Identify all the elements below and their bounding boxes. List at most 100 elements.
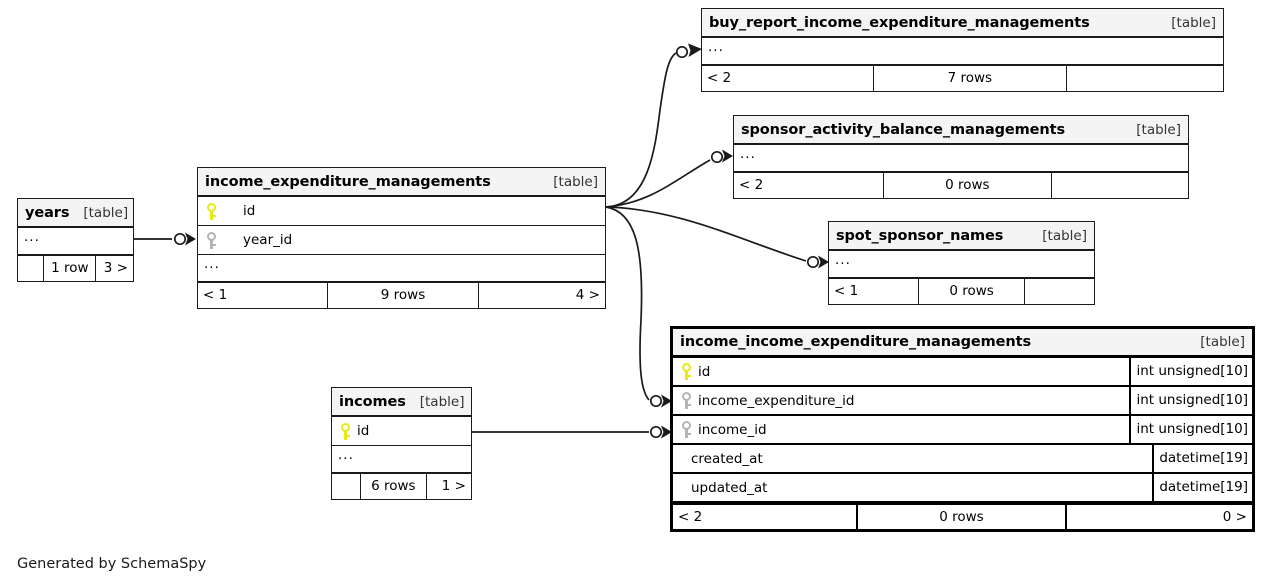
footer-parents-count: < 1 [829,279,920,304]
footer-row-count: 9 rows [328,283,479,308]
table-title: buy_report_income_expenditure_management… [709,14,1090,31]
footer-parents-count [332,474,362,499]
table-footer: < 1 0 rows [829,278,1094,304]
table-incomes[interactable]: incomes [table] id ... 6 rows 1 > [331,387,472,500]
column-main: id [673,363,1129,380]
column-name: id [243,203,256,219]
collapsed-columns-row: ... [734,145,1188,172]
column-name: id [698,363,711,380]
table-income-expenditure-managements[interactable]: income_expenditure_managements [table] i… [197,167,606,309]
edge-arrowhead [722,149,733,163]
edge-arrowhead [688,43,702,57]
column-main: created_at [673,451,1152,467]
table-title: years [25,204,70,221]
foreign-key-icon [681,392,692,409]
footer-parents-count: < 2 [673,505,859,529]
column-datatype: int unsigned[10] [1129,357,1252,386]
column-datatype: int unsigned[10] [1129,415,1252,444]
table-type-tag: [table] [1171,14,1216,31]
table-buy-report-income-expenditure-managements[interactable]: buy_report_income_expenditure_management… [701,8,1224,92]
edge-iem-to-spot-sponsor-names [605,206,807,262]
column-row-income-expenditure-id[interactable]: income_expenditure_id int unsigned[10] [673,386,1252,416]
footer-children-count: 4 > [575,287,600,303]
table-years[interactable]: years [table] ... 1 row 3 > [17,198,134,282]
footer-parents-count [18,256,45,281]
ellipsis-text: ... [740,146,756,162]
footer-children-count [1067,66,1223,91]
table-type-tag: [table] [1042,227,1087,244]
edge-arrowhead [185,232,196,246]
column-row-id[interactable]: id int unsigned[10] [673,357,1252,387]
collapsed-columns-row: ... [198,255,605,282]
collapsed-columns-row: ... [702,38,1223,65]
table-type-tag: [table] [1136,121,1181,138]
table-footer: 6 rows 1 > [332,473,471,499]
edge-endpoint-circle [675,45,689,59]
edge-endpoint-circle [806,255,820,269]
table-title: sponsor_activity_balance_managements [741,121,1065,138]
table-type-tag: [table] [1200,334,1245,350]
footer-row-count: 6 rows [361,474,427,499]
edge-iem-to-income-income-expenditure-managements [605,206,650,401]
column-row-id[interactable]: id [332,417,471,446]
table-type-tag: [table] [553,173,598,190]
table-type-tag: [table] [419,393,465,410]
primary-key-icon [681,363,692,380]
edge-iem-to-buy-report [605,52,677,208]
edge-iem-to-sponsor-activity-balance [605,159,711,208]
table-header: buy_report_income_expenditure_management… [702,9,1223,38]
table-footer: < 2 0 rows 0 > [673,503,1252,529]
edge-endpoint-circle [649,425,663,439]
table-header: income_income_expenditure_managements [t… [673,329,1252,358]
table-header: incomes [table] [332,388,471,417]
table-header: income_expenditure_managements [table] [198,168,605,197]
edge-endpoint-circle [173,232,187,246]
column-row-id[interactable]: id [198,197,605,226]
foreign-key-icon [681,421,692,438]
edge-endpoint-circle [710,150,724,164]
primary-key-icon [206,202,217,220]
ellipsis-text: ... [708,39,724,55]
table-header: spot_sponsor_names [table] [829,222,1094,251]
column-main: income_expenditure_id [673,392,1129,409]
table-footer: < 2 0 rows [734,172,1188,198]
table-title: income_income_expenditure_managements [680,334,1031,350]
footer-parents-count: < 1 [198,283,329,308]
table-header: sponsor_activity_balance_managements [ta… [734,116,1188,145]
column-row-income-id[interactable]: income_id int unsigned[10] [673,415,1252,445]
ellipsis-text: ... [24,229,40,245]
column-name: id [357,423,370,439]
foreign-key-icon [206,231,217,249]
column-row-year-id[interactable]: year_id [198,226,605,255]
collapsed-columns-row: ... [829,251,1094,278]
column-name: income_id [698,421,767,438]
edge-endpoint-circle [649,394,663,408]
ellipsis-text: ... [835,252,851,268]
column-main: income_id [673,421,1129,438]
table-sponsor-activity-balance-managements[interactable]: sponsor_activity_balance_managements [ta… [733,115,1189,199]
footer-children-count: 0 > [1222,509,1247,525]
table-income-income-expenditure-managements[interactable]: income_income_expenditure_managements [t… [670,326,1255,532]
collapsed-columns-row: ... [18,228,133,255]
column-row-updated-at[interactable]: updated_at datetime[19] [673,473,1252,503]
ellipsis-text: ... [338,447,354,463]
table-footer: 1 row 3 > [18,255,133,281]
column-datatype: int unsigned[10] [1129,386,1252,415]
footer-children-count: 1 > [441,478,466,494]
table-spot-sponsor-names[interactable]: spot_sponsor_names [table] ... < 1 0 row… [828,221,1095,305]
table-title: spot_sponsor_names [836,227,1004,244]
footer-row-count: 7 rows [874,66,1067,91]
generated-by-caption: Generated by SchemaSpy [17,556,207,572]
column-row-created-at[interactable]: created_at datetime[19] [673,444,1252,474]
column-name: updated_at [691,479,768,496]
table-title: income_expenditure_managements [205,173,491,190]
column-main: id [198,202,605,220]
column-main: updated_at [673,480,1152,496]
primary-key-icon [340,422,351,440]
footer-row-count: 0 rows [919,279,1026,304]
table-type-tag: [table] [83,204,129,221]
footer-parents-count: < 2 [702,66,874,91]
collapsed-columns-row: ... [332,446,471,473]
footer-children-count: 3 > [103,260,128,276]
